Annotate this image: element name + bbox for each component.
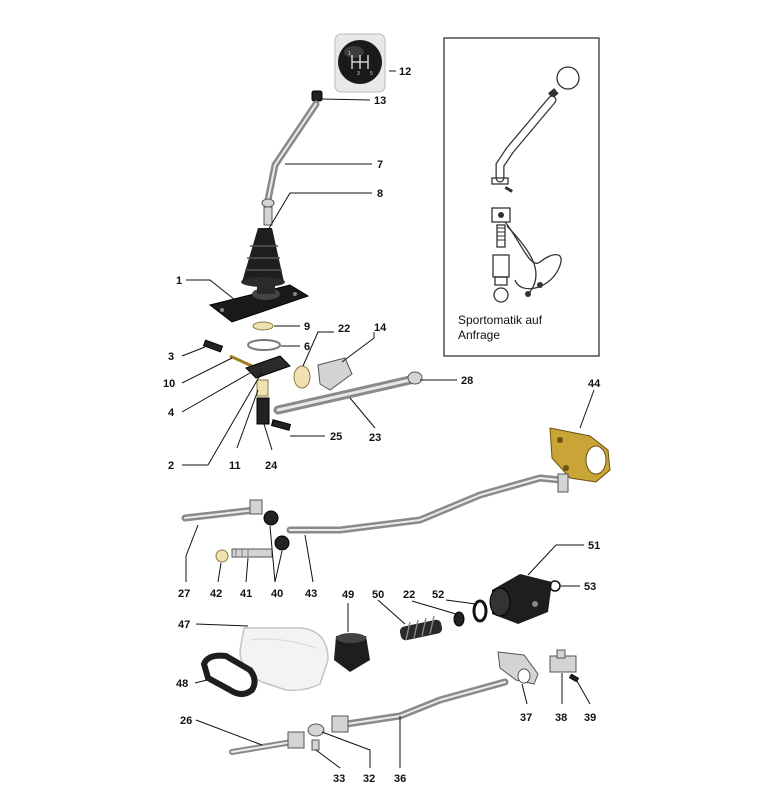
label-2: 2 <box>168 460 174 472</box>
rear-shift-rod <box>336 678 509 729</box>
front-shift-rod <box>273 371 423 415</box>
gear-housing <box>489 574 552 624</box>
shift-knob: 1 3 5 <box>334 33 386 93</box>
label-52: 52 <box>432 589 444 601</box>
inset-caption-line1: Sportomatik auf <box>458 313 543 327</box>
label-26: 26 <box>180 715 192 727</box>
label-41: 41 <box>240 588 252 600</box>
rod-joint <box>331 715 349 733</box>
label-40: 40 <box>271 588 283 600</box>
label-10: 10 <box>163 378 175 390</box>
clamp-ring <box>307 723 325 737</box>
label-51: 51 <box>588 540 600 552</box>
rubber-boot <box>241 228 285 287</box>
shaft-seal <box>472 599 488 623</box>
ball-joint-lower <box>274 535 290 551</box>
label-50: 50 <box>372 589 384 601</box>
guide-ring <box>252 321 274 331</box>
brass-mount <box>549 427 611 483</box>
knob-gear-1: 1 <box>348 51 351 57</box>
inset-switch <box>491 207 511 223</box>
label-14: 14 <box>374 322 387 334</box>
label-38: 38 <box>555 712 567 724</box>
label-53: 53 <box>584 581 596 593</box>
spring-washer <box>247 339 281 351</box>
label-12: 12 <box>399 66 411 78</box>
ball-joint-upper <box>263 510 279 526</box>
label-47: 47 <box>178 619 190 631</box>
label-22-lower: 22 <box>403 589 415 601</box>
front-coupling-rod <box>229 731 305 755</box>
label-33: 33 <box>333 773 345 785</box>
label-9: 9 <box>304 321 310 333</box>
clamp-block <box>549 649 577 673</box>
knob-nut <box>311 90 323 102</box>
coupling-sleeve <box>256 397 270 425</box>
label-23: 23 <box>369 432 381 444</box>
knob-gear-3: 3 <box>357 71 360 77</box>
label-43: 43 <box>305 588 317 600</box>
label-13: 13 <box>374 95 386 107</box>
inset-wire <box>504 221 562 290</box>
label-6: 6 <box>304 341 310 353</box>
bush <box>256 379 269 397</box>
sportomatik-inset: Sportomatik auf Anfrage <box>443 37 600 357</box>
stop-plate <box>245 355 291 379</box>
label-42: 42 <box>210 588 222 600</box>
brass-washer <box>215 549 229 563</box>
label-11: 11 <box>229 460 241 472</box>
label-3: 3 <box>168 351 174 363</box>
label-44: 44 <box>588 378 601 390</box>
clamp-screw <box>568 673 580 683</box>
shift-lever <box>261 100 320 226</box>
label-28: 28 <box>461 375 473 387</box>
label-37: 37 <box>520 712 532 724</box>
label-25: 25 <box>330 431 342 443</box>
label-36: 36 <box>394 773 406 785</box>
label-1: 1 <box>176 275 182 287</box>
coupling-rod <box>181 499 263 522</box>
main-shift-rod <box>286 473 569 534</box>
bushing-small <box>453 611 465 627</box>
label-27: 27 <box>178 588 190 600</box>
brass-pin <box>229 354 253 368</box>
label-32: 32 <box>363 773 375 785</box>
plastic-bushing <box>293 365 311 389</box>
base-plate <box>208 284 310 323</box>
clamp-bolt <box>311 739 320 751</box>
label-49: 49 <box>342 589 354 601</box>
part-labels: 12 13 7 8 1 9 6 3 10 4 2 11 24 <box>163 66 601 785</box>
o-ring <box>549 580 561 592</box>
label-4: 4 <box>168 407 175 419</box>
inset-caption-line2: Anfrage <box>458 328 500 342</box>
rod-bracket <box>317 357 353 391</box>
coil-spring <box>399 615 443 641</box>
pin <box>202 339 224 353</box>
label-8: 8 <box>377 188 383 200</box>
label-7: 7 <box>377 159 383 171</box>
label-24: 24 <box>265 460 278 472</box>
label-48: 48 <box>176 678 188 690</box>
ball-stud <box>231 548 273 558</box>
rubber-cup <box>334 633 370 672</box>
set-bolt <box>270 419 292 431</box>
rubber-gasket <box>200 652 258 697</box>
label-39: 39 <box>584 712 596 724</box>
knob-gear-5: 5 <box>370 71 373 77</box>
inset-knob <box>556 66 580 90</box>
label-22-upper: 22 <box>338 323 350 335</box>
